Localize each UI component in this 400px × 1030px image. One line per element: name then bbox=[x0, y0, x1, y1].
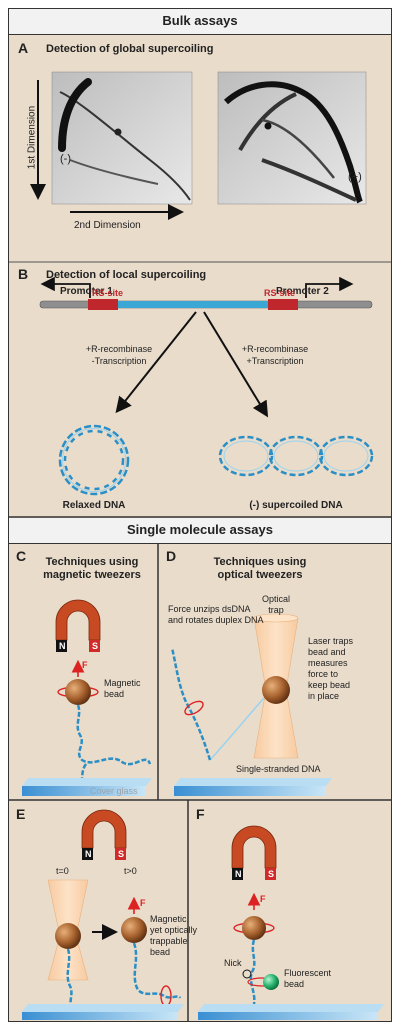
left-condition-1: +R-recombinase bbox=[85, 344, 153, 354]
neg-label: (-) bbox=[60, 153, 71, 165]
force-label-c: F bbox=[82, 660, 88, 670]
south-c: S bbox=[92, 641, 99, 651]
left-condition-2: -Transcription bbox=[91, 356, 147, 366]
magnet-f bbox=[231, 825, 277, 880]
laser-label-5: keep bead bbox=[308, 680, 351, 690]
panel-c-title-2: magnetic tweezers bbox=[43, 569, 141, 581]
gel-negative bbox=[51, 71, 193, 205]
dna-tether-e1 bbox=[66, 948, 74, 1009]
fluorescent-label-1: Fluorescent bbox=[284, 968, 332, 978]
panel-label-e: E bbox=[16, 806, 26, 822]
cover-glass-f-top bbox=[198, 1004, 384, 1012]
panel-b-title: Detection of local supercoiling bbox=[46, 269, 207, 281]
dim2-label: 2nd Dimension bbox=[74, 220, 141, 231]
panel-label-d: D bbox=[166, 548, 177, 564]
panel-label-f: F bbox=[196, 806, 205, 822]
laser-label-2: bead and bbox=[308, 647, 346, 657]
panel-d-title-1: Techniques using bbox=[213, 556, 307, 568]
cover-glass-f bbox=[198, 1012, 378, 1020]
dna-tether-c bbox=[76, 704, 152, 766]
promoter2-label: Promoter 2 bbox=[276, 286, 329, 297]
relaxed-label: Relaxed DNA bbox=[62, 500, 126, 511]
cover-glass-e-top bbox=[22, 1004, 184, 1012]
dna-tether-e2 bbox=[132, 942, 182, 999]
panel-d-title-2: optical tweezers bbox=[217, 569, 303, 581]
north-f: N bbox=[235, 869, 242, 879]
supercoiled-dna bbox=[218, 435, 374, 477]
rs-site-1-label: RS-site bbox=[92, 288, 124, 298]
ssdna-strand bbox=[209, 697, 265, 761]
pos-label: (+) bbox=[348, 171, 362, 183]
cover-glass-label: Cover glass bbox=[90, 786, 138, 796]
north-c: N bbox=[59, 641, 66, 651]
promoter1-arrow bbox=[40, 276, 91, 298]
laser-label-4: force to bbox=[308, 669, 339, 679]
fluorescent-label-2: bead bbox=[284, 979, 305, 989]
force-label-e: F bbox=[140, 898, 146, 908]
nick-marker bbox=[242, 969, 252, 979]
panel-label-c: C bbox=[16, 548, 27, 564]
bead-e-label-1: Magnetic, bbox=[150, 914, 190, 924]
dsdna-d bbox=[170, 647, 212, 761]
relaxed-arrow bbox=[115, 311, 197, 414]
bead-e-label-3: trappable bbox=[150, 936, 188, 946]
north-e: N bbox=[85, 849, 92, 859]
bead-e-label-4: bead bbox=[150, 947, 171, 957]
cover-glass-c bbox=[22, 786, 146, 796]
magnetic-bead-label: Magnetic bead bbox=[104, 678, 141, 699]
single-header: Single molecule assays bbox=[9, 518, 391, 544]
dna-tether-f bbox=[249, 939, 256, 1005]
cover-glass-d bbox=[174, 786, 326, 796]
unzip-label-1: Force unzips dsDNA bbox=[168, 604, 251, 614]
laser-label-1: Laser traps bbox=[308, 636, 354, 646]
panel-c-title-1: Techniques using bbox=[45, 556, 139, 568]
t0-label: t=0 bbox=[56, 866, 69, 876]
right-condition-1: +R-recombinase bbox=[241, 344, 309, 354]
supercoiled-label: (-) supercoiled DNA bbox=[249, 500, 343, 511]
laser-label-6: in place bbox=[308, 691, 340, 701]
rotation-ring-d bbox=[184, 700, 204, 716]
gel-positive bbox=[217, 71, 367, 205]
magnet-e bbox=[81, 809, 127, 860]
unzip-label-2: and rotates duplex DNA bbox=[168, 615, 264, 625]
dna-construct bbox=[39, 299, 373, 310]
south-e: S bbox=[118, 849, 125, 859]
t1-label: t>0 bbox=[124, 866, 137, 876]
panel-label-a: A bbox=[18, 40, 29, 56]
bulk-header: Bulk assays bbox=[9, 9, 391, 35]
laser-label-3: measures bbox=[308, 658, 348, 668]
right-condition-2: +Transcription bbox=[246, 356, 304, 366]
south-f: S bbox=[268, 869, 275, 879]
cover-glass-d-top bbox=[174, 778, 332, 786]
trapped-bead-d bbox=[262, 676, 290, 704]
rs-site-2-label: RS-site bbox=[264, 288, 296, 298]
ssdna-label: Single-stranded DNA bbox=[236, 764, 321, 774]
bead-e-t0 bbox=[55, 923, 81, 949]
promoter1-label: Promoter 1 bbox=[60, 286, 113, 297]
optical-trap-label-2: trap bbox=[268, 605, 284, 615]
dim1-label: 1st Dimension bbox=[26, 105, 38, 170]
magnet-c bbox=[55, 599, 101, 652]
supercoiled-arrow bbox=[203, 311, 269, 418]
cover-glass-e bbox=[22, 1012, 178, 1020]
panel-a-title: Detection of global supercoiling bbox=[46, 43, 214, 55]
optical-trap-label-1: Optical bbox=[261, 594, 290, 604]
bead-e-t1 bbox=[121, 917, 147, 943]
cover-glass-c-top bbox=[22, 778, 152, 786]
force-label-f: F bbox=[260, 894, 266, 904]
bead-e-label-2: yet optically bbox=[150, 925, 198, 935]
nick-label: Nick bbox=[224, 958, 242, 968]
fluorescent-bead bbox=[263, 974, 279, 990]
relaxed-dna-circle bbox=[58, 424, 130, 496]
panel-label-b: B bbox=[18, 266, 29, 282]
promoter2-arrow bbox=[305, 276, 354, 298]
magnetic-bead-f bbox=[242, 916, 266, 940]
magnetic-bead-c bbox=[65, 679, 91, 705]
